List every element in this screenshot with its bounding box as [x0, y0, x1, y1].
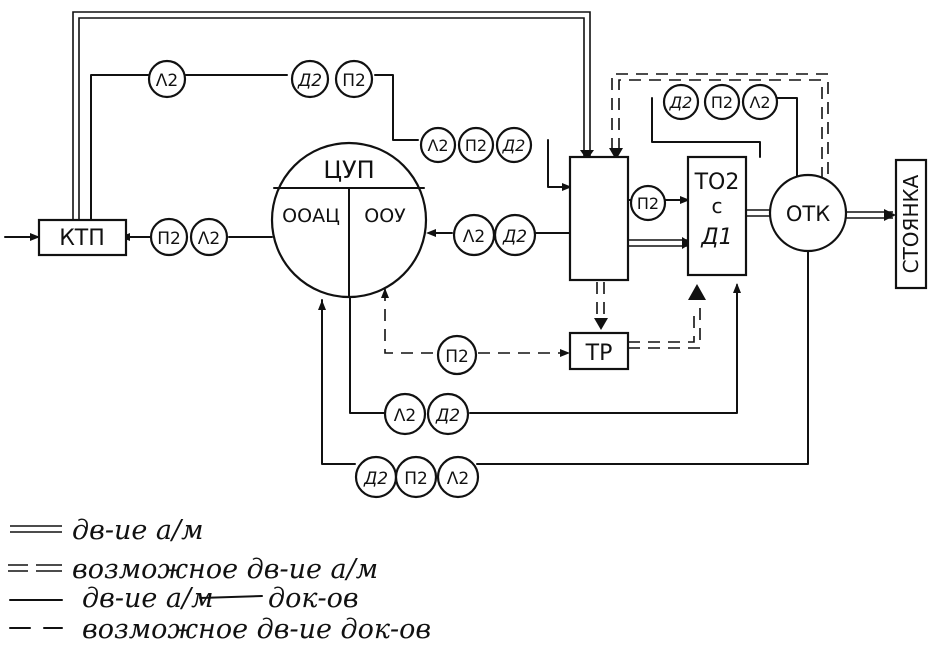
svg-text:П2: П2: [342, 71, 366, 91]
legend: дв-ие а/м возможное дв-ие а/м дв-ие а/м …: [8, 515, 431, 645]
otk-label: ОТК: [786, 202, 830, 226]
possible-document-lines: [381, 288, 570, 357]
ktp-label: КТП: [59, 226, 105, 251]
to2-label: ТО2: [694, 170, 740, 195]
svg-text:Д2: Д2: [435, 406, 460, 426]
legend-item-4: возможное дв-ие док-ов: [82, 614, 431, 645]
to2-box: [686, 155, 748, 277]
svg-text:П2: П2: [157, 229, 181, 249]
svg-text:П2: П2: [711, 93, 733, 112]
svg-text:Д2: Д2: [502, 227, 527, 247]
svg-text:Д2: Д2: [669, 93, 693, 112]
vehicle-flow-lines: [4, 11, 896, 249]
dispatch-block: [568, 155, 630, 282]
svg-text:Λ2: Λ2: [394, 406, 416, 426]
tr-box: [568, 331, 630, 371]
svg-text:Λ2: Λ2: [749, 93, 770, 112]
document-circles: Λ2 Д2 П2 Λ2 П2 Д2 Д2 П2 Λ2 П2 Λ2 Λ2 Д2 П…: [147, 59, 779, 499]
stoyanka-box: [894, 158, 928, 290]
svg-text:Λ2: Λ2: [427, 136, 448, 155]
tsup-label: ЦУП: [323, 156, 374, 184]
svg-text:Д2: Д2: [502, 136, 526, 155]
svg-text:П2: П2: [445, 347, 469, 367]
svg-text:Λ2: Λ2: [198, 229, 220, 249]
svg-text:П2: П2: [465, 136, 487, 155]
svg-text:Λ2: Λ2: [463, 227, 485, 247]
otk-circle: [768, 173, 848, 253]
svg-text:Д2: Д2: [297, 71, 322, 91]
d1-label: Д1: [700, 225, 732, 250]
svg-text:П2: П2: [637, 194, 659, 213]
stoyanka-label: СТОЯНКА: [899, 174, 923, 273]
oou-label: ООУ: [364, 205, 406, 227]
svg-text:Λ2: Λ2: [156, 71, 178, 91]
svg-text:П2: П2: [404, 469, 428, 489]
svg-text:Д2: Д2: [363, 469, 388, 489]
ooau-label: ООАЦ: [282, 205, 340, 227]
legend-item-3-strike: дв-ие а/м: [82, 583, 213, 614]
document-flow-lines: [90, 74, 809, 465]
legend-item-3-tail: док-ов: [268, 583, 359, 614]
ktp-box: [37, 218, 128, 257]
legend-item-1: дв-ие а/м: [72, 515, 203, 546]
to2-with-label: с: [712, 194, 723, 218]
legend-item-2: возможное дв-ие а/м: [72, 554, 378, 585]
possible-vehicle-lines: [594, 73, 829, 349]
svg-text:Λ2: Λ2: [447, 469, 469, 489]
tr-label: ТР: [585, 341, 613, 366]
